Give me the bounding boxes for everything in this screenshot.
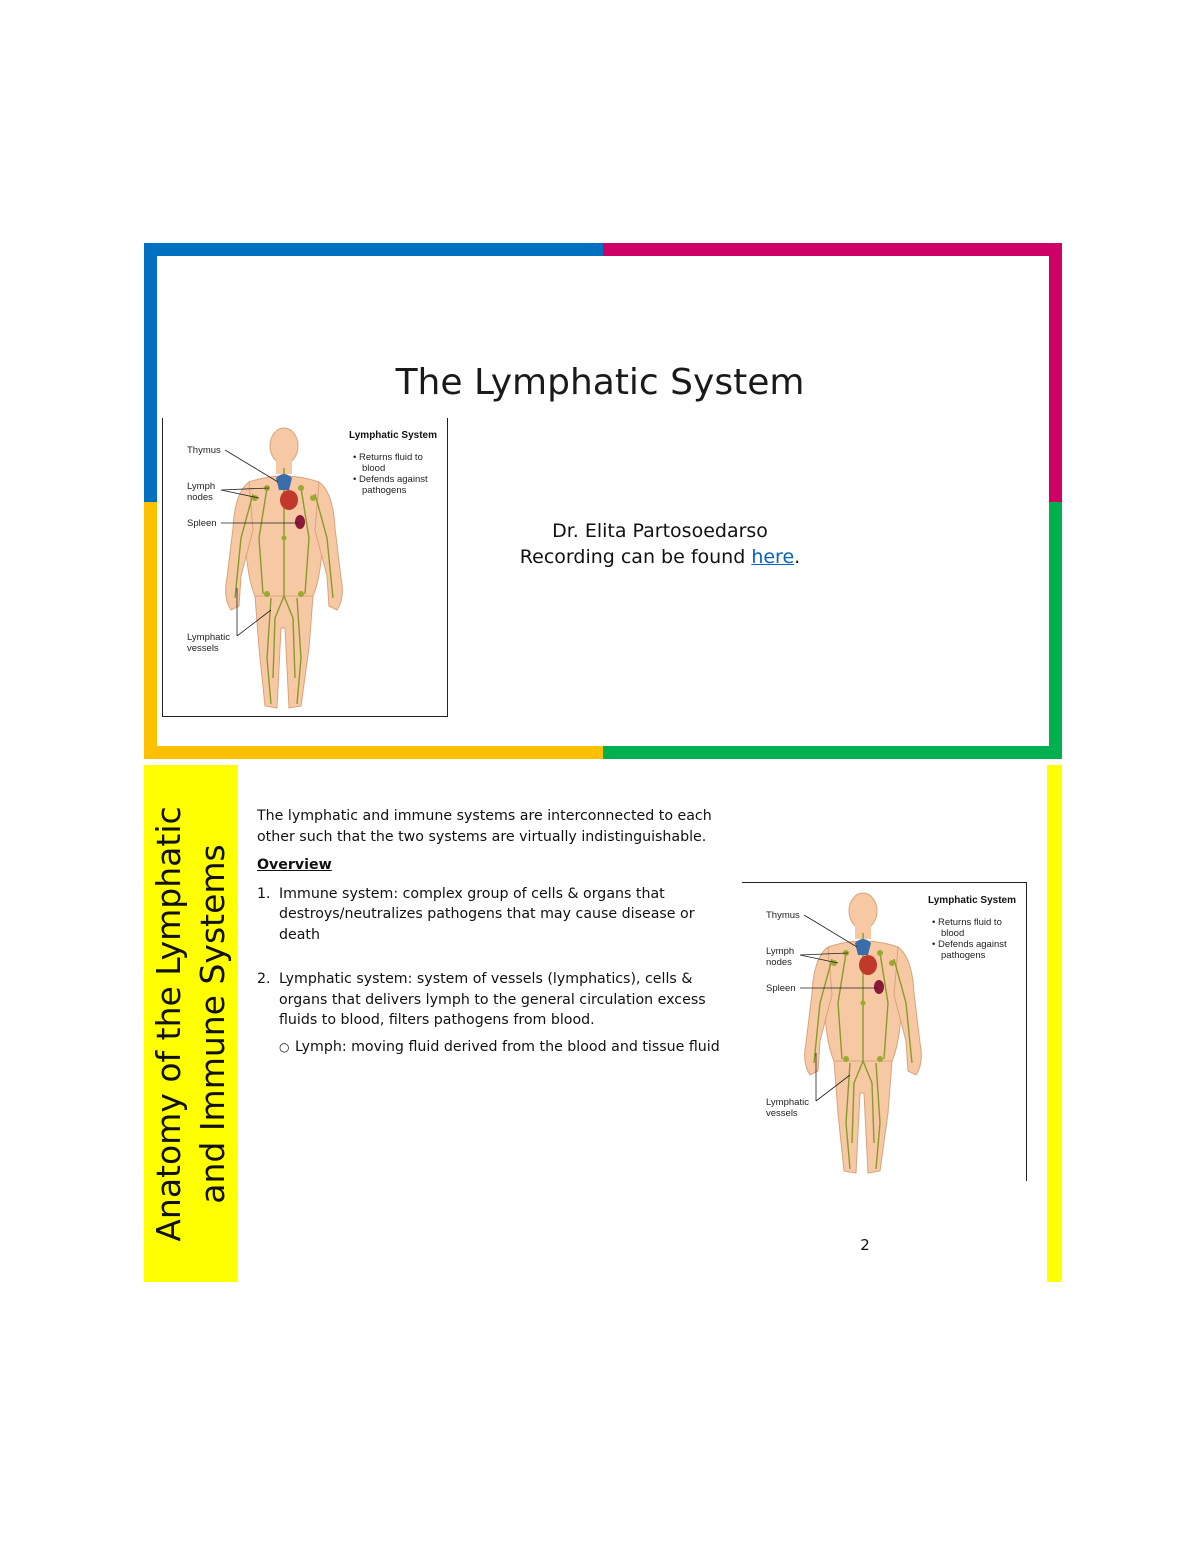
spleen-shape bbox=[295, 515, 305, 529]
label-vessels: vessels bbox=[187, 643, 219, 654]
label-spleen: Spleen bbox=[766, 983, 796, 994]
label-thymus: Thymus bbox=[187, 445, 221, 456]
body-diagram-1: Thymus Lymph nodes Spleen Lymphatic vess… bbox=[187, 427, 437, 709]
frame-right-green bbox=[1049, 502, 1062, 759]
list-number-2: 2. bbox=[257, 971, 271, 987]
side-title-line1: Anatomy of the Lymphatic bbox=[149, 805, 188, 1242]
overview-heading: Overview bbox=[257, 857, 332, 873]
author-name: Dr. Elita Partosoedarso bbox=[552, 520, 768, 542]
label-thymus: Thymus bbox=[766, 910, 800, 921]
sub-list-item-lymph: ○ Lymph: moving fluid derived from the b… bbox=[257, 1037, 737, 1058]
sub-list-text: Lymph: moving fluid derived from the blo… bbox=[295, 1038, 720, 1055]
lymphatic-figure-2: Thymus Lymph nodes Spleen Lymphatic vess… bbox=[742, 882, 1027, 1181]
intro-paragraph: The lymphatic and immune systems are int… bbox=[257, 808, 712, 845]
recording-prefix: Recording can be found bbox=[519, 546, 752, 568]
recording-link[interactable]: here bbox=[751, 546, 795, 568]
list-item-immune: 1. Immune system: complex group of cells… bbox=[257, 884, 737, 946]
figure-bullet2-b: pathogens bbox=[941, 950, 986, 961]
thymus-shape bbox=[276, 474, 292, 490]
slide2-body: The lymphatic and immune systems are int… bbox=[257, 806, 737, 1057]
frame-right-magenta bbox=[1049, 243, 1062, 502]
figure-bullet2-a: • Defends against bbox=[932, 939, 1007, 950]
figure-heading: Lymphatic System bbox=[349, 430, 437, 441]
frame-bottom-green bbox=[603, 746, 1062, 759]
left-yellow-band bbox=[144, 765, 238, 1282]
list-text-2: Lymphatic system: system of vessels (lym… bbox=[279, 971, 706, 1028]
frame-top-blue bbox=[144, 243, 603, 256]
spleen-shape bbox=[874, 980, 884, 994]
side-title-line2: and Immune Systems bbox=[193, 843, 232, 1204]
figure-bullet2-a: • Defends against bbox=[353, 474, 428, 485]
side-title: Anatomy of the Lymphatic and Immune Syst… bbox=[144, 765, 238, 1282]
body-diagram-2: Thymus Lymph nodes Spleen Lymphatic vess… bbox=[766, 892, 1016, 1174]
heart-shape bbox=[859, 955, 877, 975]
list-number-1: 1. bbox=[257, 885, 271, 902]
label-lymphatic: Lymphatic bbox=[766, 1097, 809, 1108]
callout-lines bbox=[799, 914, 878, 1102]
frame-bottom-amber bbox=[144, 746, 603, 759]
figure-bullet1-b: blood bbox=[362, 463, 385, 474]
callout-lines bbox=[220, 449, 299, 637]
recording-suffix: . bbox=[794, 546, 801, 568]
right-yellow-band bbox=[1047, 765, 1062, 1282]
frame-left-blue bbox=[144, 243, 157, 502]
figure-bullet1-a: • Returns fluid to bbox=[932, 917, 1002, 928]
label-vessels: vessels bbox=[766, 1108, 798, 1119]
lymph-nodes bbox=[831, 950, 895, 1062]
figure-bullet2-b: pathogens bbox=[362, 485, 407, 496]
thymus-shape bbox=[855, 939, 871, 955]
author-block: Dr. Elita Partosoedarso Recording can be… bbox=[450, 518, 870, 570]
label-lymph: Lymph bbox=[187, 481, 215, 492]
frame-top-magenta bbox=[603, 243, 1062, 256]
figure-bullet1-a: • Returns fluid to bbox=[353, 452, 423, 463]
label-nodes: nodes bbox=[766, 957, 792, 968]
page-number: 2 bbox=[860, 1236, 870, 1254]
circle-bullet-icon: ○ bbox=[279, 1039, 290, 1054]
list-text-1: Immune system: complex group of cells & … bbox=[279, 885, 695, 943]
label-lymph: Lymph bbox=[766, 946, 794, 957]
figure-bullet1-b: blood bbox=[941, 928, 964, 939]
recording-line: Recording can be found here. bbox=[450, 544, 870, 570]
list-item-lymphatic: 2. Lymphatic system: system of vessels (… bbox=[257, 969, 737, 1031]
heart-shape bbox=[280, 490, 298, 510]
lymphatic-figure-1: Thymus Lymph nodes Spleen Lymphatic vess… bbox=[162, 418, 448, 717]
frame-left-amber bbox=[144, 502, 157, 759]
figure-heading: Lymphatic System bbox=[928, 895, 1016, 906]
slide-title: The Lymphatic System bbox=[395, 362, 805, 403]
label-nodes: nodes bbox=[187, 492, 213, 503]
label-lymphatic: Lymphatic bbox=[187, 632, 230, 643]
label-spleen: Spleen bbox=[187, 518, 217, 529]
